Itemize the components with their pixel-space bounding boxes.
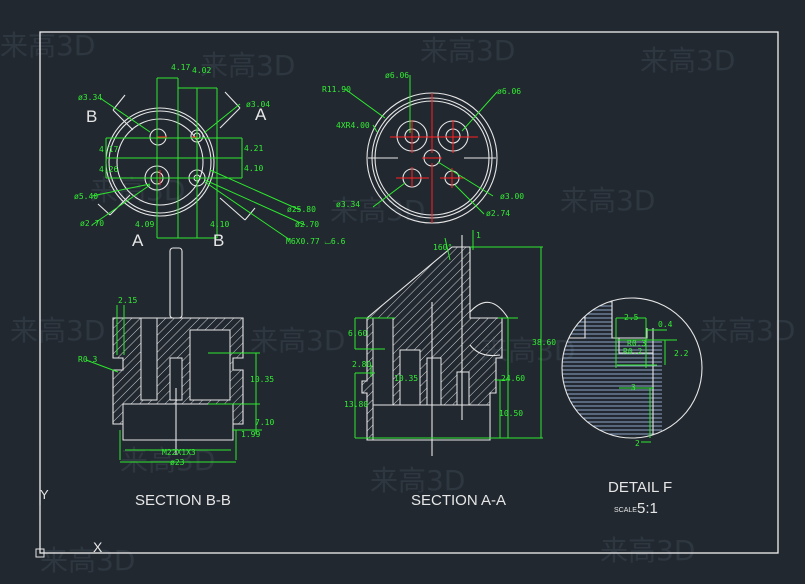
- section-bb: 2.15 R0.3 10.35 7.10 1.99 M22X1X3 ø23 SE…: [78, 247, 274, 509]
- dim-label: R0.3: [78, 355, 97, 364]
- dim-label: M22X1X3: [162, 448, 196, 457]
- dim-label: R0.3: [627, 339, 646, 348]
- dim-label: ø6.06: [497, 87, 521, 96]
- dim-label: 10.35: [250, 375, 274, 384]
- watermark: 来高3D: [370, 464, 465, 497]
- ucs-icon: Y X: [35, 487, 103, 558]
- watermark: 来高3D: [560, 184, 655, 217]
- dim-label: ø3.00: [500, 192, 524, 201]
- watermark: 来高3D: [10, 314, 105, 347]
- watermark: 来高3D: [250, 324, 345, 357]
- section-marker-b: B: [213, 231, 224, 250]
- dim-label: 4.26: [99, 165, 118, 174]
- section-marker-a: A: [132, 231, 144, 250]
- watermark: 来高3D: [90, 174, 185, 207]
- dim-label: ø23: [170, 458, 185, 467]
- dim-label: ø3.34: [336, 200, 360, 209]
- dim-label: ø5.40: [74, 192, 98, 201]
- dim-label: 6.60: [348, 329, 367, 338]
- detail-f-title: DETAIL F: [608, 479, 672, 496]
- section-aa-title: SECTION A-A: [411, 492, 506, 509]
- dim-label: 4.17: [171, 63, 190, 72]
- dim-label: ø6.06: [385, 71, 409, 80]
- dim-label: 4.17: [99, 145, 118, 154]
- dim-label: 4.09: [135, 220, 154, 229]
- section-bb-title: SECTION B-B: [135, 492, 231, 509]
- dim-label: 2.5: [624, 313, 639, 322]
- dim-label: 4.21: [244, 144, 263, 153]
- dim-label: 160°: [433, 243, 452, 252]
- dim-label: 4.02: [192, 66, 211, 75]
- watermark: 来高3D: [600, 534, 695, 567]
- scale-label: SCALE: [614, 507, 637, 514]
- dim-label: 4XR4.00: [336, 121, 370, 130]
- dim-label: 24.60: [501, 374, 525, 383]
- dim-label: 0.4: [658, 320, 673, 329]
- drawing-frame: [39, 31, 779, 554]
- watermark: 来高3D: [640, 44, 735, 77]
- dim-label: ø2.74: [486, 209, 510, 218]
- dim-label: ø3.04: [246, 100, 270, 109]
- dim-label: 1.99: [241, 430, 260, 439]
- detail-f: 2.5 0.4 R0.3 R0.2 2.2 3 2 DETAIL F SCALE…: [561, 297, 703, 517]
- top-view-1: 4.17 4.02 ø3.34 ø3.04 4.17 4.26 4.21 4.1…: [74, 63, 346, 250]
- dim-label: 10.35: [394, 374, 418, 383]
- scale-value: 5:1: [637, 500, 658, 517]
- dim-label: 2.80: [352, 360, 371, 369]
- dim-label: R0.2: [623, 347, 642, 356]
- watermark: 来高3D: [420, 34, 515, 67]
- watermark: 来高3D: [40, 544, 135, 577]
- dim-label: 4.10: [244, 164, 263, 173]
- dim-label: 1: [476, 231, 481, 240]
- dim-label: 38.60: [532, 338, 556, 347]
- dim-label: 4.10: [210, 220, 229, 229]
- dim-label: 3: [631, 383, 636, 392]
- dim-label: ø3.34: [78, 93, 102, 102]
- section-marker-a: A: [255, 105, 267, 124]
- dim-label: 2: [635, 439, 640, 448]
- watermarks: 来高3D 来高3D 来高3D 来高3D 来高3D 来高3D 来高3D 来高3D …: [0, 29, 795, 577]
- x-axis-label: X: [93, 539, 103, 555]
- watermark: 来高3D: [700, 314, 795, 347]
- top-view-2: ø6.06 ø6.06 R11.90 4XR4.00 ø3.34 ø3.00 ø…: [322, 71, 524, 224]
- dim-label: 13.80: [344, 400, 368, 409]
- dim-label: 2.2: [674, 349, 689, 358]
- dim-label: 7.10: [255, 418, 274, 427]
- dim-label: 10.50: [499, 409, 523, 418]
- dim-label: ø25.80: [287, 205, 316, 214]
- y-axis-label: Y: [40, 487, 49, 502]
- watermark: 来高3D: [0, 29, 95, 62]
- dim-label: R11.90: [322, 85, 351, 94]
- dim-label: M6X0.77 ⌴6.6: [286, 237, 346, 246]
- dim-label: ø2.70: [80, 219, 104, 228]
- dim-label: 2.15: [118, 296, 137, 305]
- dim-label: ø2.70: [295, 220, 319, 229]
- section-marker-b: B: [86, 107, 97, 126]
- watermark: 来高3D: [200, 49, 295, 82]
- section-aa: 160° 1 38.60 6.60 2.80 10.35 24.60 13.80…: [344, 230, 556, 509]
